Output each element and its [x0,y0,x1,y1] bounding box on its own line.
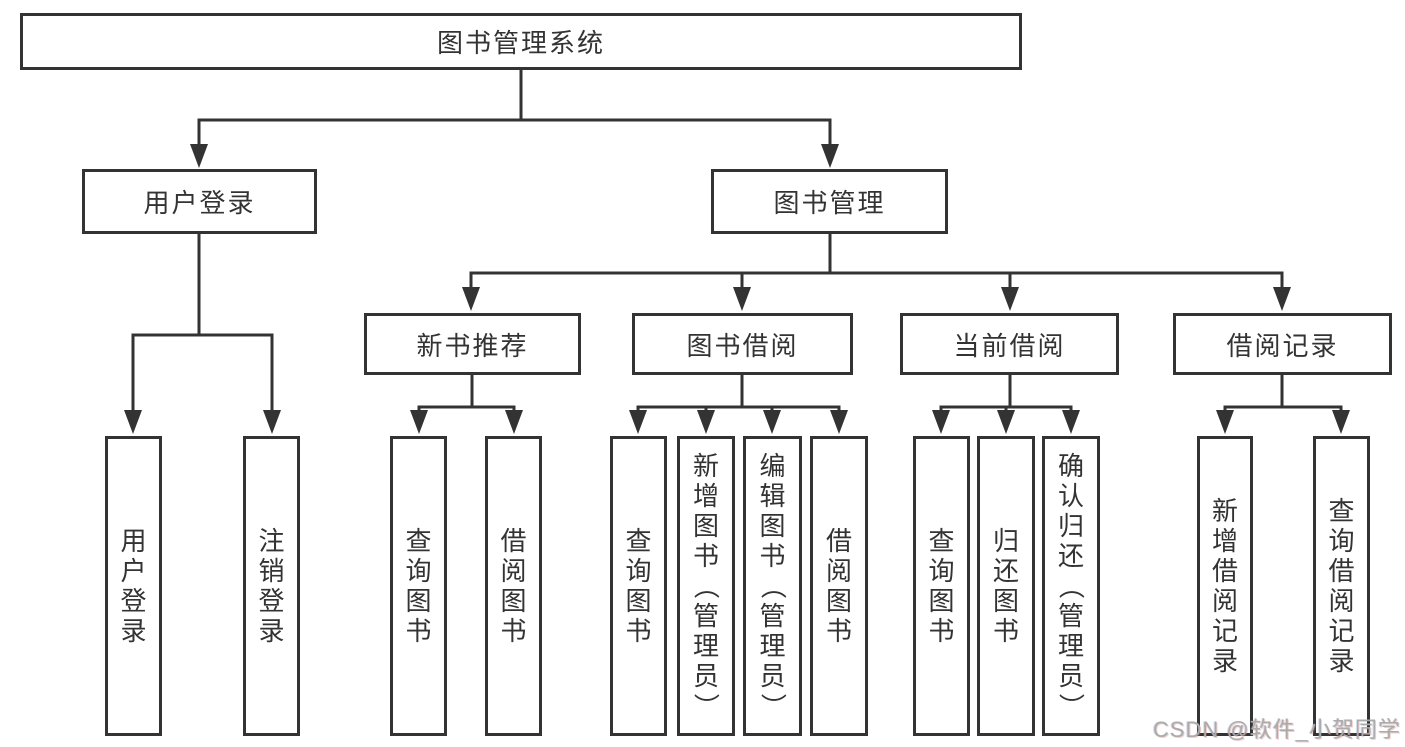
leaf-logout-login: 注销登录 [243,436,300,736]
connector-newbooks-to-leaves [410,373,523,434]
leaf-borrow-book: 借阅图书 [810,436,868,736]
leaf-label: 确认归还（管理员） [1056,451,1086,719]
connector-root-to-level2 [190,68,839,168]
leaf-query-book-recommend: 查询图书 [390,436,447,736]
arrow-down-icon [1216,410,1234,434]
leaf-label: 注销登录 [258,526,285,646]
connector-borrow-to-leaves [629,373,848,434]
leaf-return-book: 归还图书 [977,436,1035,736]
node-new-book-recommend: 新书推荐 [364,313,581,375]
node-label: 当前借阅 [953,330,1066,361]
arrow-down-icon [505,410,523,434]
arrow-down-icon [410,410,428,434]
leaf-borrow-book-recommend: 借阅图书 [485,436,542,736]
node-borrow-records: 借阅记录 [1173,313,1392,375]
leaf-label: 查询图书 [625,526,652,646]
arrow-down-icon [1332,410,1350,434]
node-book-management: 图书管理 [711,169,948,234]
arrow-down-icon [190,144,208,168]
leaf-label: 新增图书（管理员） [691,451,721,719]
arrow-down-icon [263,410,281,434]
leaf-confirm-return-admin: 确认归还（管理员） [1042,436,1100,736]
node-book-borrow: 图书借阅 [632,313,853,375]
leaf-user-login: 用户登录 [105,436,162,736]
arrow-down-icon [1062,410,1080,434]
arrow-down-icon [629,410,647,434]
node-current-borrow: 当前借阅 [900,313,1119,375]
leaf-label: 编辑图书（管理员） [757,451,788,719]
leaf-query-borrow-record: 查询借阅记录 [1313,436,1370,736]
arrow-down-icon [997,410,1015,434]
arrow-down-icon [1001,287,1019,311]
node-label: 图书管理 [773,188,886,218]
leaf-label: 用户登录 [120,526,147,646]
leaf-query-book-borrow: 查询图书 [610,436,667,736]
arrow-down-icon [932,410,950,434]
arrow-down-icon [821,144,839,168]
arrow-down-icon [733,287,751,311]
connector-bookmgmt-to-level3 [462,232,1291,311]
arrow-down-icon [830,410,848,434]
leaf-label: 借阅图书 [825,526,852,646]
node-user-login: 用户登录 [82,169,317,234]
node-label: 图书借阅 [686,330,799,361]
connector-userlogin-to-leaves [124,232,281,434]
leaf-label: 新增借阅记录 [1211,496,1238,676]
node-label: 借阅记录 [1226,330,1339,361]
leaf-query-book-current: 查询图书 [913,436,970,736]
leaf-label: 归还图书 [992,526,1019,646]
arrow-down-icon [697,410,715,434]
leaf-label: 借阅图书 [500,526,527,646]
node-label: 图书管理系统 [436,28,605,58]
connector-current-to-leaves [932,373,1080,434]
arrow-down-icon [462,287,480,311]
leaf-label: 查询图书 [928,526,955,646]
leaf-label: 查询图书 [405,526,432,646]
node-label: 新书推荐 [416,330,529,361]
leaf-add-book-admin: 新增图书（管理员） [677,436,735,736]
connector-records-to-leaves [1216,373,1350,434]
node-label: 用户登录 [143,188,256,218]
leaf-edit-book-admin: 编辑图书（管理员） [743,436,802,736]
node-root-library-management-system: 图书管理系统 [20,13,1022,70]
arrow-down-icon [1273,287,1291,311]
csdn-watermark: CSDN @软件_小贺同学 [1152,717,1401,742]
arrow-down-icon [763,410,781,434]
arrow-down-icon [124,410,142,434]
leaf-label: 查询借阅记录 [1328,496,1355,676]
leaf-add-borrow-record: 新增借阅记录 [1197,436,1253,736]
